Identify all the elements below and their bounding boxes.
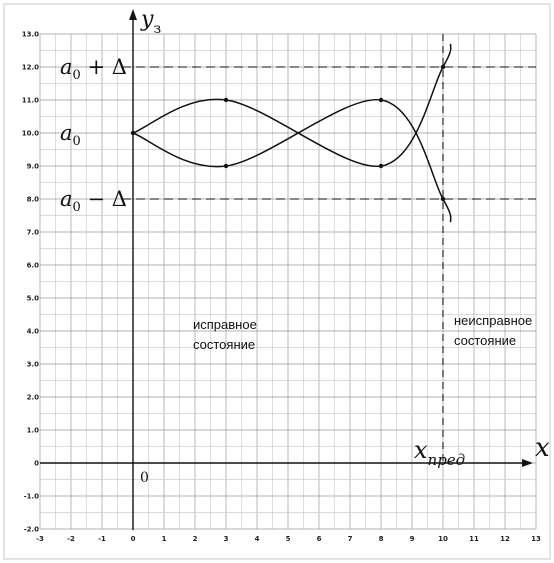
region-labels: исправное состояние неисправное состояни… [193, 313, 532, 352]
axes [40, 9, 533, 530]
data-point [223, 163, 229, 169]
x-tick-label: 4 [255, 535, 260, 543]
data-point [378, 163, 384, 169]
y-tick-label: 5.0 [27, 295, 40, 303]
region-bad-label-line1: неисправное [454, 313, 532, 328]
y-tick-label: 8.0 [27, 196, 40, 204]
x-tick-label: 9 [410, 535, 415, 543]
y-tick-label: 3.0 [27, 361, 40, 369]
origin-label: 0 [140, 470, 149, 486]
data-point [378, 97, 384, 103]
y-tick-label: 1.0 [27, 427, 40, 435]
y-tick-label: 4.0 [27, 328, 40, 336]
x-tick-label: 10 [438, 535, 448, 543]
x-tick-label: 12 [500, 535, 510, 543]
data-point [440, 196, 446, 202]
level-label: a0 − Δ [60, 187, 127, 215]
x-axis-arrow-icon [522, 459, 533, 467]
region-good-label-line1: исправное [193, 317, 257, 332]
markers-group [130, 64, 446, 202]
y-axis-arrow-icon [129, 9, 137, 20]
x-tick-label: 3 [224, 535, 229, 543]
y-tick-label: -2.0 [24, 526, 39, 534]
x-tick-label: 0 [131, 535, 136, 543]
y-tick-label: 12.0 [22, 64, 39, 72]
x-tick-label: 8 [379, 535, 384, 543]
x-tick-label: 5 [286, 535, 291, 543]
x-tick-label: 11 [469, 535, 479, 543]
x-pred-label: xпред [414, 436, 465, 469]
level-label: a0 [60, 121, 81, 149]
y-tick-label: 7.0 [27, 229, 40, 237]
region-good-label-line2: состояние [193, 337, 255, 352]
x-tick-label: -2 [67, 535, 75, 543]
region-bad-label-line2: состояние [454, 333, 516, 348]
y-tick-label: 11.0 [22, 97, 39, 105]
y-tick-label: 6.0 [27, 262, 40, 270]
data-point [223, 97, 229, 103]
level-label: a0 + Δ [60, 55, 127, 83]
series-line [132, 99, 452, 223]
y-tick-label: 2.0 [27, 394, 40, 402]
x-tick-label: -1 [98, 535, 106, 543]
x-tick-label: 1 [162, 535, 167, 543]
y-tick-label: 0 [34, 460, 39, 468]
y-tick-label: 9.0 [27, 163, 40, 171]
data-point [440, 64, 446, 70]
x-tick-label: -3 [36, 535, 44, 543]
x-tick-label: 7 [348, 535, 353, 543]
level-lines: a0 + Δ a0 a0 − Δ [60, 34, 536, 466]
chart-border [3, 3, 551, 560]
series-line [132, 43, 452, 167]
x-tick-label: 13 [531, 535, 541, 543]
x-tick-label: 6 [317, 535, 322, 543]
y-tick-label: 10.0 [22, 130, 39, 138]
x-axis-label: x [535, 433, 550, 463]
axis-labels: x yз 0 xпред [140, 7, 550, 486]
y-tick-label: -1.0 [24, 493, 39, 501]
y-axis-label: yз [140, 7, 161, 37]
x-tick-label: 2 [193, 535, 198, 543]
y-tick-label: 13.0 [22, 31, 39, 39]
